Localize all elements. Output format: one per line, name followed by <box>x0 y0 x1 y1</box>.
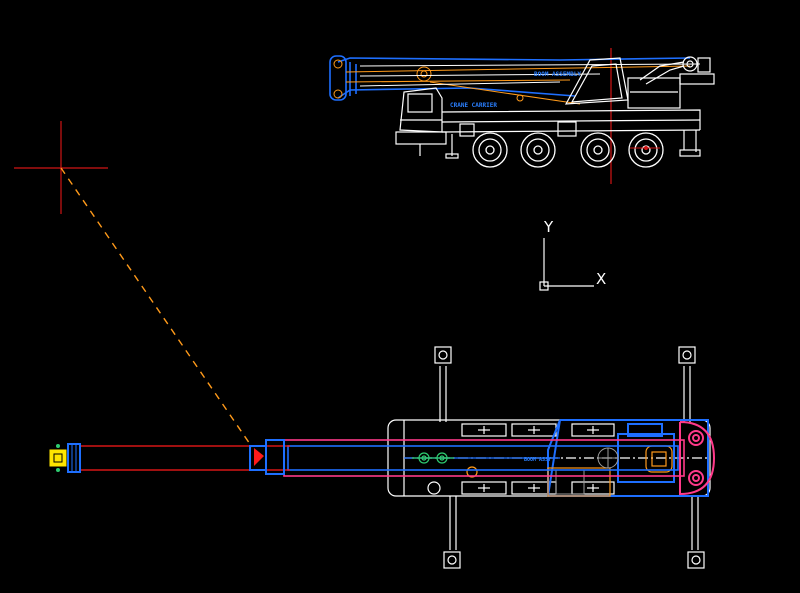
top-superstructure-orange <box>466 445 673 497</box>
side-boom-orange-lines <box>333 59 691 105</box>
top-superstructure-gray <box>555 447 619 495</box>
ucs-x-label: X <box>596 270 606 288</box>
side-superstructure <box>564 57 685 109</box>
side-boom <box>329 55 691 101</box>
top-boom-head <box>679 421 716 496</box>
side-chassis <box>441 109 701 159</box>
side-wheels <box>472 132 664 168</box>
outriggers <box>434 346 705 569</box>
top-boom-text: BOOM ASSY <box>524 457 551 463</box>
side-cab-text: CRANE CARRIER <box>450 102 497 109</box>
side-carrier-cab <box>395 87 447 156</box>
crane-side-view[interactable]: BOOM ASSEMBLY CRANE CARRIER <box>329 48 715 184</box>
side-axle-point <box>644 146 648 150</box>
ucs-y-label: Y <box>543 218 554 236</box>
top-boom-tip <box>49 443 81 473</box>
top-boom-collar <box>249 439 285 475</box>
crosshair-cursor <box>14 121 108 214</box>
top-boom-pins <box>412 452 454 464</box>
side-boom-head <box>679 56 715 85</box>
rubber-band-dashed-line <box>60 167 253 448</box>
side-boom-text: BOOM ASSEMBLY <box>534 71 581 78</box>
crane-top-view[interactable]: BOOM ASSY <box>49 346 716 569</box>
ucs-icon <box>539 238 594 291</box>
side-boom-white-lines <box>359 63 701 87</box>
